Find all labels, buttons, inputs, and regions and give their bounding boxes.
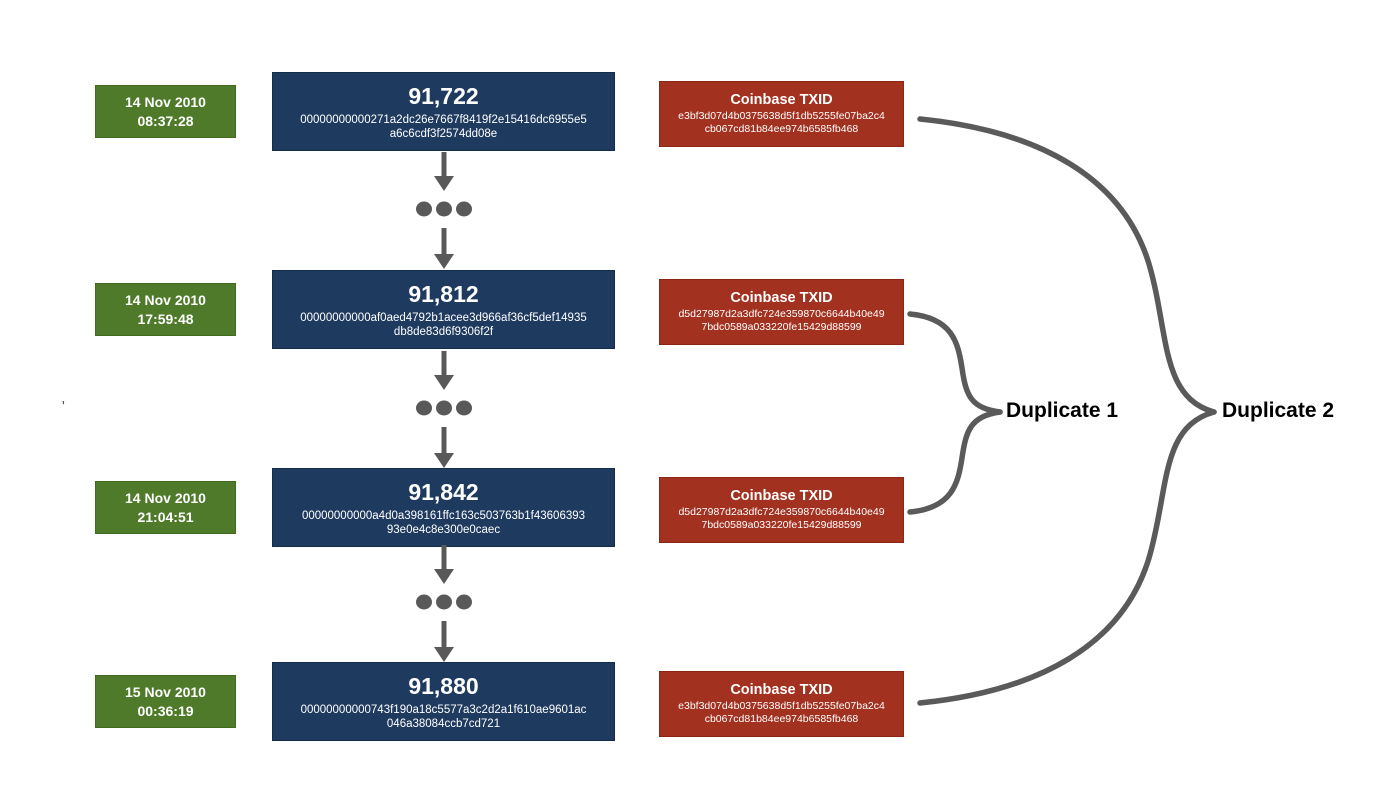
block-date: 15 Nov 2010 [125,683,206,700]
down-arrow-icon [434,176,454,191]
block-hash: 00000000000a4d0a398161ffc163c503763b1f43… [301,509,586,536]
block-date: 14 Nov 2010 [125,291,206,308]
chain-connector-arrows [416,152,472,269]
block-time: 08:37:28 [137,112,194,129]
block-box: 91,722 00000000000271a2dc26e7667f8419f2e… [272,72,615,151]
block-row-91812: 14 Nov 2010 17:59:48 91,812 00000000000a… [0,270,1400,350]
block-hash: 00000000000271a2dc26e7667f8419f2e15416dc… [300,113,587,140]
timestamp-box: 14 Nov 2010 17:59:48 [95,283,236,336]
block-row-91722: 14 Nov 2010 08:37:28 91,722 000000000002… [0,72,1400,152]
down-arrow-icon [434,647,454,662]
coinbase-txid-box: Coinbase TXID e3bf3d07d4b0375638d5f1db52… [659,81,904,147]
block-row-91842: 14 Nov 2010 21:04:51 91,842 00000000000a… [0,468,1400,548]
coinbase-txid-hash: d5d27987d2a3dfc724e359870c6644b40e49 7bd… [678,506,885,531]
timestamp-box: 14 Nov 2010 21:04:51 [95,481,236,534]
down-arrow-icon [434,453,454,468]
timestamp-box: 14 Nov 2010 08:37:28 [95,85,236,138]
coinbase-txid-hash: e3bf3d07d4b0375638d5f1db5255fe07ba2c4 cb… [678,700,885,725]
ellipsis-dots [416,400,472,416]
block-time: 21:04:51 [137,508,194,525]
block-time: 00:36:19 [137,702,194,719]
ellipsis-dots [416,201,472,217]
down-arrow-icon [434,375,454,390]
coinbase-txid-box: Coinbase TXID d5d27987d2a3dfc724e359870c… [659,477,904,543]
coinbase-txid-hash: e3bf3d07d4b0375638d5f1db5255fe07ba2c4 cb… [678,110,885,135]
block-date: 14 Nov 2010 [125,489,206,506]
block-height: 91,842 [408,478,479,505]
ellipsis-dots [416,594,472,610]
stray-mark: ' [62,398,65,415]
block-time: 17:59:48 [137,310,194,327]
coinbase-txid-hash: d5d27987d2a3dfc724e359870c6644b40e49 7bd… [678,308,885,333]
coinbase-txid-title: Coinbase TXID [730,488,833,504]
block-height: 91,812 [408,280,479,307]
duplicate2-label: Duplicate 2 [1222,399,1335,422]
block-row-91880: 15 Nov 2010 00:36:19 91,880 000000000007… [0,662,1400,742]
block-box: 91,812 00000000000af0aed4792b1acee3d966a… [272,270,615,349]
block-hash: 00000000000743f190a18c5577a3c2d2a1f610ae… [300,703,587,730]
block-date: 14 Nov 2010 [125,93,206,110]
duplicate1-label: Duplicate 1 [1006,399,1119,422]
block-height: 91,880 [408,672,479,699]
block-hash: 00000000000af0aed4792b1acee3d966af36cf5d… [300,311,587,338]
chain-connector-arrows [416,545,472,662]
chain-connector-arrows [416,351,472,468]
timestamp-box: 15 Nov 2010 00:36:19 [95,675,236,728]
coinbase-txid-box: Coinbase TXID e3bf3d07d4b0375638d5f1db52… [659,671,904,737]
curve-txid4-to-duplicate2 [917,409,1217,706]
down-arrow-icon [434,569,454,584]
block-box: 91,880 00000000000743f190a18c5577a3c2d2a… [272,662,615,741]
down-arrow-icon [434,254,454,269]
block-box: 91,842 00000000000a4d0a398161ffc163c5037… [272,468,615,547]
coinbase-txid-title: Coinbase TXID [730,290,833,306]
coinbase-txid-title: Coinbase TXID [730,92,833,108]
block-height: 91,722 [408,82,479,109]
coinbase-txid-title: Coinbase TXID [730,682,833,698]
coinbase-txid-box: Coinbase TXID d5d27987d2a3dfc724e359870c… [659,279,904,345]
curve-txid1-to-duplicate2 [917,116,1217,415]
